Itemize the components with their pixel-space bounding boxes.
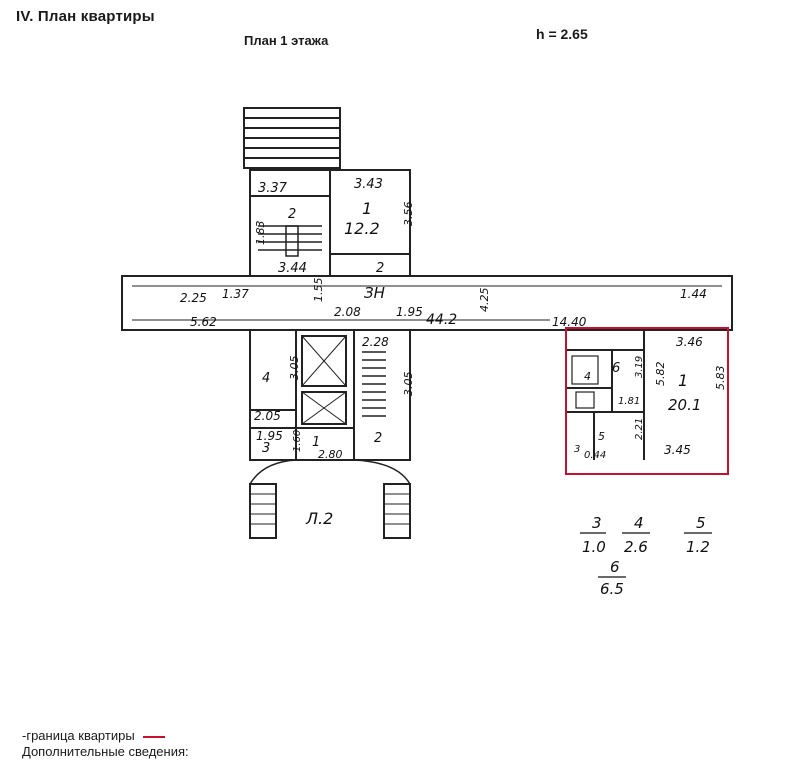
plan-labels: 3.37 2 1.83 3.44 3.43 1 12.2 3.56 2 2.25… xyxy=(180,177,727,528)
legend-boundary-swatch xyxy=(142,735,165,738)
label-dim-343: 3.43 xyxy=(354,177,383,192)
label-corridor-code: ЗН xyxy=(364,284,385,302)
label-room-1-top: 1 xyxy=(362,199,372,218)
label-apt-dim-221: 2.21 xyxy=(634,418,645,440)
section-title: IV. План квартиры xyxy=(16,8,155,25)
elevator-shaft-2 xyxy=(301,391,347,425)
label-dim-155: 1.55 xyxy=(312,278,325,303)
legend-boundary: -граница квартиры xyxy=(22,728,165,743)
label-apt-dim-346: 3.46 xyxy=(676,335,703,349)
additional-info-label: Дополнительные сведения: xyxy=(22,744,189,759)
floor-title: План 1 этажа xyxy=(244,33,329,48)
label-dim-356: 3.56 xyxy=(402,202,415,227)
label-dim-440: 14.40 xyxy=(552,315,587,329)
summary-room-4: 4 xyxy=(634,514,644,532)
label-stair-top-left: 3.37 xyxy=(258,181,288,196)
label-dim-195: 1.95 xyxy=(396,305,423,319)
label-apt-room-5: 5 xyxy=(598,430,605,443)
area-summary: 3 1.0 4 2.6 5 1.2 6 6.5 xyxy=(580,514,712,598)
left-entrance-stair xyxy=(249,483,277,539)
label-dim-425: 4.25 xyxy=(478,288,491,313)
label-room-2-bottom: 2 xyxy=(374,431,382,446)
label-apt-room-3: 3 xyxy=(574,444,580,455)
label-room-1-left-bottom: 1 xyxy=(312,435,320,450)
summary-room-3: 3 xyxy=(592,514,602,532)
label-area-1-top: 12.2 xyxy=(344,219,380,238)
label-apt-dim-181: 1.81 xyxy=(618,396,640,407)
label-dim-305: 3.05 xyxy=(288,356,301,381)
summary-area-3: 1.0 xyxy=(582,538,606,556)
label-dim-344: 3.44 xyxy=(278,261,307,276)
legend-boundary-label: -граница квартиры xyxy=(22,728,135,743)
label-room-3-left: 3 xyxy=(262,441,270,456)
label-corridor-area: 44.2 xyxy=(426,312,457,328)
label-dim-195b: 1.95 xyxy=(256,429,283,443)
label-apt-dim-345: 3.45 xyxy=(664,443,691,457)
label-room-top-left: 2 xyxy=(288,207,296,222)
label-room-2-small: 2 xyxy=(376,261,384,276)
summary-area-6: 6.5 xyxy=(600,580,624,598)
label-dim-562: 5.62 xyxy=(190,315,217,329)
label-apt-dim-582: 5.82 xyxy=(654,362,667,387)
label-apt-dim-319: 3.19 xyxy=(634,356,645,378)
elevator-shaft-1 xyxy=(301,335,347,387)
label-apt-room-4: 4 xyxy=(584,370,591,383)
label-room-4-left: 4 xyxy=(262,371,270,386)
apartment-boundary xyxy=(565,327,729,475)
label-apt-dim-583: 5.83 xyxy=(714,366,727,391)
label-apt-area-1: 20.1 xyxy=(668,396,701,414)
label-dim-144: 1.44 xyxy=(680,287,707,301)
ceiling-height-label: h = 2.65 xyxy=(536,26,588,42)
plan-walls xyxy=(121,107,733,539)
label-dim-160: 1.60 xyxy=(292,430,303,452)
label-apt-room-1: 1 xyxy=(678,371,688,390)
label-apt-room-6: 6 xyxy=(612,361,620,376)
lower-rooms-block xyxy=(249,329,411,461)
label-apt-dim-044: 0.44 xyxy=(584,450,606,461)
label-stair-right-dim: 3.05 xyxy=(402,372,415,397)
summary-room-5: 5 xyxy=(696,514,706,532)
summary-area-4: 2.6 xyxy=(624,538,648,556)
label-dim-205: 2.05 xyxy=(254,409,281,423)
label-dim-228: 2.28 xyxy=(362,335,389,349)
label-dim-208: 2.08 xyxy=(334,305,361,319)
summary-area-5: 1.2 xyxy=(686,538,710,556)
summary-room-6: 6 xyxy=(610,558,620,576)
label-dim-225: 2.25 xyxy=(180,291,207,305)
label-dim-280: 2.80 xyxy=(318,448,343,461)
corridor xyxy=(121,275,733,331)
label-dim-137: 1.37 xyxy=(222,287,249,301)
right-entrance-stair xyxy=(383,483,411,539)
label-entrance: Л.2 xyxy=(305,509,333,528)
label-dim-left-vert: 1.83 xyxy=(254,221,267,246)
